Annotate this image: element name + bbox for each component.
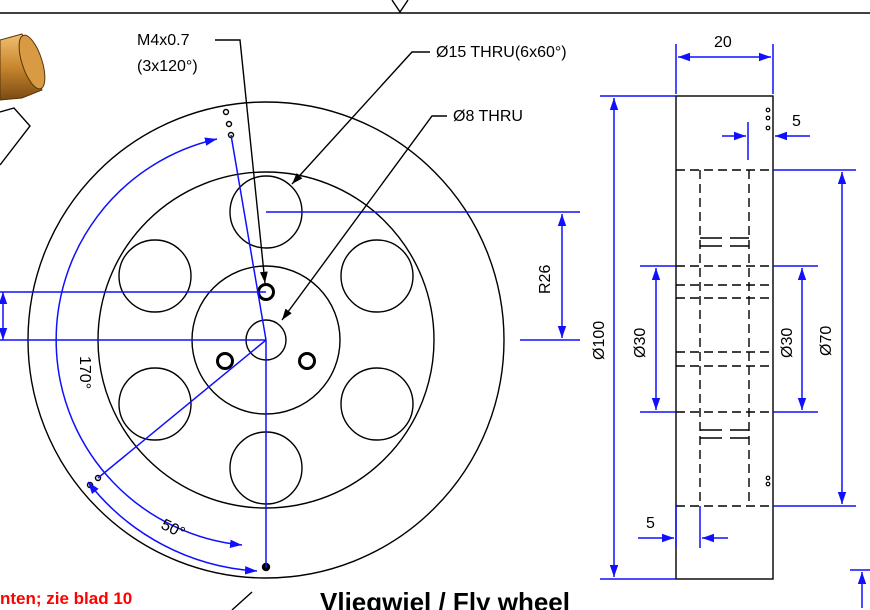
leaders: [215, 39, 447, 610]
side-dimensions: [600, 44, 870, 608]
side-view: [600, 44, 870, 608]
width-label: 20: [714, 34, 732, 51]
iso-thumbnail: [0, 33, 46, 166]
large-holes-label: Ø15 THRU(6x60°): [436, 44, 567, 61]
top-view-arrow: [391, 0, 409, 14]
offset-bottom-label: 5: [646, 515, 655, 532]
arc-50: [87, 481, 258, 575]
angle-170-label: 170°: [76, 356, 93, 389]
dia-30-right-label: Ø30: [779, 328, 796, 358]
offset-top-label: 5: [792, 113, 801, 130]
side-outline: [675, 95, 774, 580]
dia-70-label: Ø70: [818, 326, 835, 356]
dia-30-left-label: Ø30: [632, 328, 649, 358]
side-view-labels: 20 5 5 Ø100 Ø30 Ø30 Ø70: [591, 34, 835, 532]
drawing-title: Vliegwiel / Fly wheel: [320, 587, 570, 610]
dia-100-label: Ø100: [591, 321, 608, 360]
arc-170: [55, 137, 243, 548]
hidden-lines: [676, 107, 773, 507]
bore-label: Ø8 THRU: [453, 108, 523, 125]
radius-label: R26: [537, 265, 554, 294]
front-view-labels: M4x0.7 (3x120°) Ø15 THRU(6x60°) Ø8 THRU …: [76, 32, 567, 542]
front-view: [0, 39, 580, 610]
thread-label: M4x0.7: [137, 32, 190, 49]
reference-note: nten; zie blad 10: [0, 589, 132, 608]
front-dimensions: [0, 134, 580, 575]
thread-count-label: (3x120°): [137, 58, 198, 75]
